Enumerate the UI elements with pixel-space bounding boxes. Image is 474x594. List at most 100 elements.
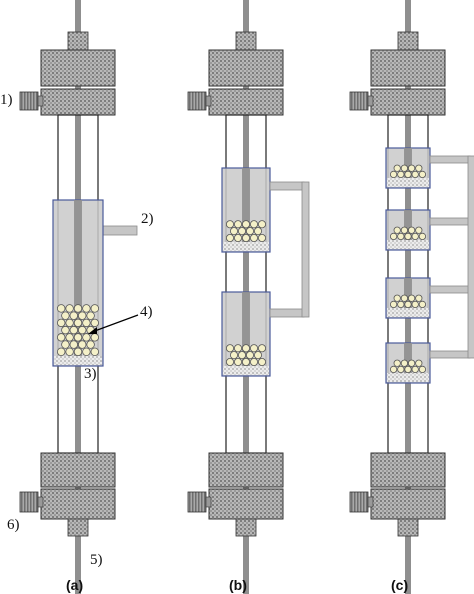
bed-a-bead — [73, 333, 83, 342]
bed-a-bead — [61, 325, 70, 335]
bed-a-bead — [73, 318, 83, 328]
bed-c3-bead — [411, 300, 419, 308]
bed-b1-bead — [241, 220, 250, 229]
bed-c4-bead — [415, 359, 423, 367]
bed-b2-bead — [233, 357, 242, 366]
bed-a-bead — [61, 311, 70, 320]
bed-c3-bead — [407, 294, 416, 302]
bed-c2-bead — [418, 232, 426, 240]
pipe-c-4 — [429, 350, 471, 359]
leader-line-4 — [91, 314, 139, 333]
panel-label-a: (a) — [66, 577, 84, 593]
bed-a-bead — [82, 333, 91, 342]
bed-a-bead — [57, 304, 66, 313]
jacket-rod-b1 — [242, 168, 250, 242]
bed-c4-bead — [393, 359, 401, 367]
bed-a-bead — [57, 333, 66, 342]
inlet-connector-top — [187, 91, 207, 111]
bed-c2-bead — [400, 226, 408, 234]
bottom-cap — [370, 452, 446, 488]
bed-a-bead — [61, 340, 70, 349]
bed-c2-bead — [415, 226, 423, 234]
jacket-rod-c3 — [404, 278, 412, 308]
bed-c2-bead — [397, 232, 405, 240]
bed-c1-bead — [411, 170, 419, 178]
bed-b1-bead — [257, 220, 266, 229]
inlet-connector-top-neck — [37, 95, 44, 107]
column-c — [349, 0, 474, 594]
bed-c4-bead — [411, 365, 419, 373]
bed-b2-bead — [249, 344, 258, 353]
bed-a-bead — [86, 311, 95, 320]
bed-b2-bead — [241, 357, 250, 366]
bed-a-bead — [57, 318, 66, 328]
outlet-connector-bottom — [187, 491, 207, 513]
bed-c3-bead — [415, 294, 423, 302]
bed-c4-bead — [397, 365, 405, 373]
bed-c3-bead — [397, 300, 405, 308]
bed-a-bead — [69, 340, 78, 349]
bottom-nut — [67, 518, 89, 537]
jacket-rod-a — [74, 200, 82, 356]
bed-a-bead — [90, 347, 99, 356]
bed-b2-bead — [253, 351, 262, 360]
bed-b1-bead — [249, 220, 258, 229]
bed-c3-bead — [404, 300, 412, 308]
bed-a-bead — [77, 311, 87, 320]
outlet-connector-bottom-neck — [37, 496, 44, 508]
top-cap — [208, 49, 284, 87]
bed-a-bead — [77, 325, 87, 335]
outlet-connector-bottom-neck — [205, 496, 212, 508]
bed-a-bead — [65, 304, 74, 313]
bed-a-bead — [69, 311, 78, 320]
jacket-rod-c1 — [404, 148, 412, 178]
column-panels — [19, 0, 474, 594]
outlet-connector-bottom — [349, 491, 369, 513]
bed-a-bead — [65, 333, 74, 342]
bed-b1-bead — [253, 227, 262, 236]
bed-a-bead — [90, 304, 99, 313]
bed-a-bead — [86, 340, 95, 349]
bed-b2-bead — [249, 357, 258, 366]
bed-a-bead — [65, 347, 74, 356]
bed-c3-bead — [418, 300, 426, 308]
top-nut — [397, 31, 419, 51]
frit-b2 — [223, 366, 269, 375]
bed-a-bead — [82, 304, 91, 313]
pipe-c-3 — [429, 285, 471, 294]
bottom-nut — [397, 518, 419, 537]
bed-b1-bead — [233, 220, 242, 229]
bed-b1-bead — [225, 220, 234, 229]
bed-c1-bead — [393, 164, 401, 172]
bed-b2-bead — [225, 357, 234, 366]
bed-a-bead — [82, 347, 91, 356]
bottom-flange — [370, 488, 446, 520]
bed-b2-bead — [237, 351, 246, 360]
leader-arrowhead-4 — [88, 327, 97, 334]
column-a — [19, 0, 138, 594]
top-flange — [40, 88, 116, 116]
jacket-rod-b2 — [242, 292, 250, 366]
bottom-cap — [40, 452, 116, 488]
bed-b2-bead — [225, 344, 234, 353]
bed-c3-bead — [389, 300, 398, 308]
heating-pipe-a — [102, 225, 138, 236]
bed-c1-bead — [407, 164, 416, 172]
bed-c2-bead — [411, 232, 419, 240]
panel-label-c: (c) — [391, 577, 409, 593]
callout-3: 3) — [84, 366, 97, 382]
bed-c4-bead — [404, 365, 412, 373]
bed-c1-bead — [415, 164, 423, 172]
bed-b1-bead — [237, 227, 246, 236]
bed-b1-bead — [229, 227, 238, 236]
outlet-connector-bottom — [19, 491, 39, 513]
jacket-rod-c2 — [404, 210, 412, 240]
inlet-connector-top — [349, 91, 369, 111]
bed-a-bead — [65, 318, 74, 328]
frit-c2 — [387, 240, 429, 249]
bottom-nut — [235, 518, 257, 537]
top-cap — [40, 49, 116, 87]
bed-b2-bead — [233, 344, 242, 353]
frit-c1 — [387, 178, 429, 187]
